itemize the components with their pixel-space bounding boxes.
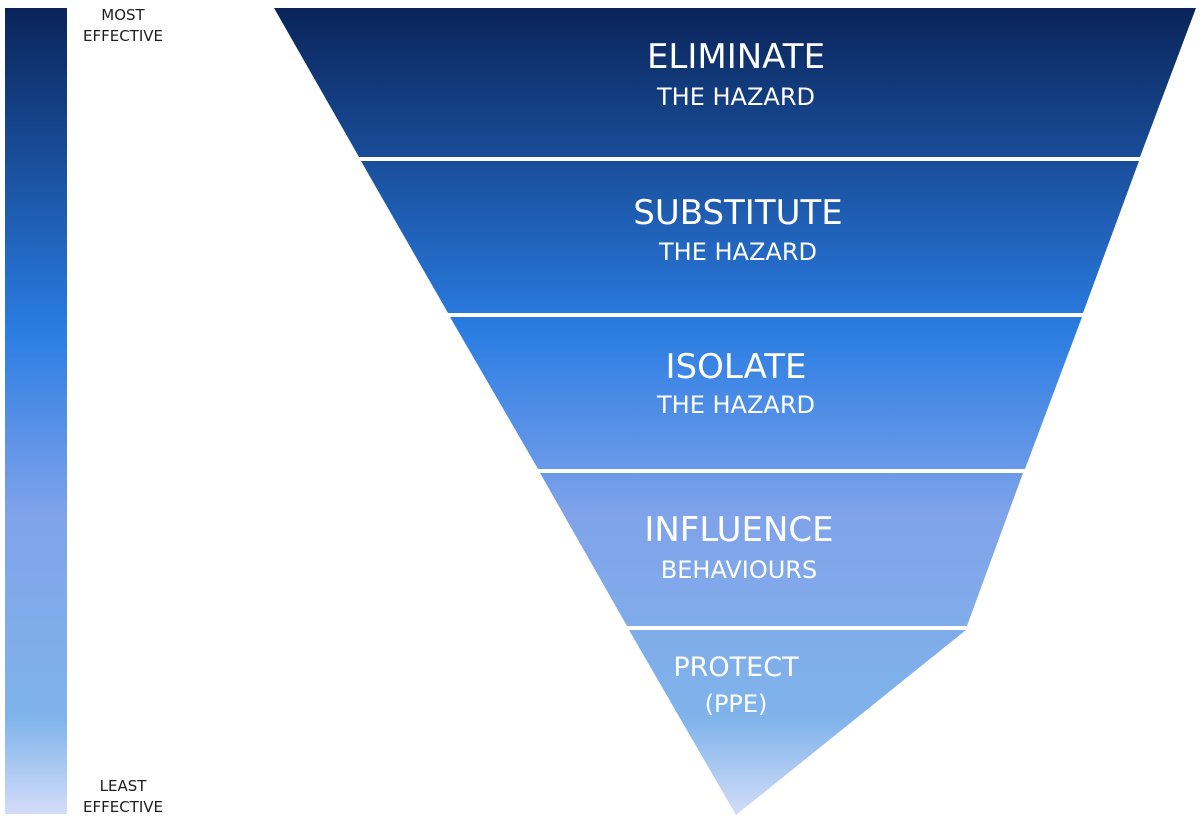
tier-protect-subtitle: (PPE) [705, 690, 768, 718]
tier-substitute-band [361, 161, 1139, 313]
tier-substitute-title: SUBSTITUTE [633, 193, 842, 233]
tier-substitute-subtitle: THE HAZARD [658, 238, 817, 266]
least-effective-label: LEAST EFFECTIVE [68, 776, 178, 818]
tier-influence-subtitle: BEHAVIOURS [661, 556, 817, 584]
tier-influence-title: INFLUENCE [644, 510, 833, 550]
tier-isolate-title: ISOLATE [666, 347, 807, 387]
least-effective-label-line2: EFFECTIVE [82, 798, 163, 816]
tier-isolate-band [450, 317, 1082, 469]
tier-eliminate-title: ELIMINATE [647, 37, 825, 77]
least-effective-label-line1: LEAST [99, 777, 147, 795]
effectiveness-scale-bar [5, 8, 67, 814]
tier-influence-band [540, 473, 1023, 626]
most-effective-label: MOST EFFECTIVE [68, 5, 178, 47]
most-effective-label-line1: MOST [101, 6, 145, 24]
most-effective-label-line2: EFFECTIVE [82, 27, 163, 45]
tier-protect-band [629, 630, 966, 815]
tier-eliminate-band [274, 8, 1196, 157]
tier-eliminate-subtitle: THE HAZARD [656, 83, 815, 111]
tier-isolate-subtitle: THE HAZARD [656, 391, 815, 419]
tier-protect-title: PROTECT [673, 652, 799, 683]
